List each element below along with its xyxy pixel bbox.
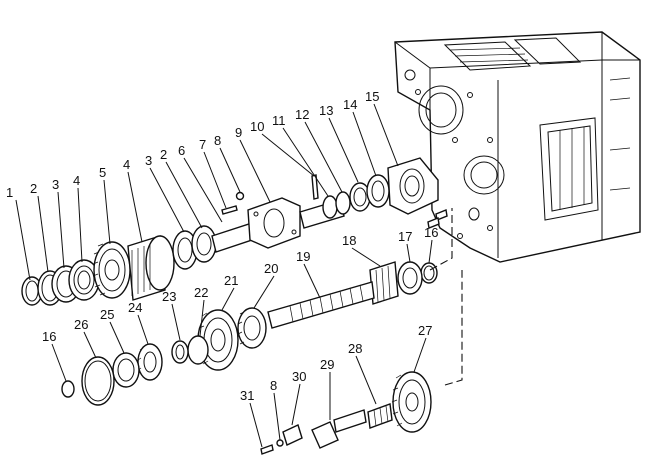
part-gear-block [127, 235, 175, 301]
part-gear-24 [137, 343, 163, 381]
part-washer-8b [276, 439, 284, 447]
label-part-3: 3 [52, 177, 59, 192]
label-part-22: 22 [194, 285, 208, 300]
label-part-27: 27 [418, 323, 432, 338]
label-part-7: 7 [199, 137, 206, 152]
part-gear-5 [92, 241, 131, 299]
part-cover-15 [387, 157, 439, 215]
label-part-18: 18 [342, 233, 356, 248]
label-part-30: 30 [292, 369, 306, 384]
gearbox-housing [394, 31, 641, 263]
label-part-6: 6 [178, 143, 185, 158]
part-number-labels: 1 2 3 4 5 4 3 2 6 7 8 9 10 11 12 13 14 1… [6, 89, 438, 403]
part-plate-30 [282, 424, 303, 446]
label-part-1: 1 [6, 185, 13, 200]
part-ring-11 [322, 195, 338, 219]
label-part-25: 25 [100, 307, 114, 322]
label-part-28: 28 [348, 341, 362, 356]
label-part-4: 4 [73, 173, 80, 188]
label-part-14: 14 [343, 97, 357, 112]
label-part-31: 31 [240, 388, 254, 403]
label-part-15: 15 [365, 89, 379, 104]
label-part-23: 23 [162, 289, 176, 304]
label-part-20: 20 [264, 261, 278, 276]
label-part-21: 21 [224, 273, 238, 288]
part-washer-8 [235, 191, 245, 201]
part-bearing-22 [187, 335, 209, 365]
assembly-line-lower [444, 270, 463, 386]
label-part-3b: 3 [145, 153, 152, 168]
label-part-8: 8 [214, 133, 221, 148]
part-bearing-25 [112, 352, 140, 388]
label-part-10: 10 [250, 119, 264, 134]
label-part-13: 13 [319, 103, 333, 118]
label-part-8b: 8 [270, 378, 277, 393]
part-bolt-7 [221, 205, 238, 215]
part-splined-shaft-19 [267, 281, 375, 329]
part-flange-cover [247, 197, 301, 249]
label-part-16b: 16 [42, 329, 56, 344]
label-part-9: 9 [235, 125, 242, 140]
upper-shaft-assembly [21, 157, 448, 306]
bottom-parts [260, 371, 432, 455]
label-part-17: 17 [398, 229, 412, 244]
label-part-11: 11 [272, 113, 286, 128]
label-part-2: 2 [30, 181, 37, 196]
part-bolt-31 [260, 444, 274, 455]
part-circlip-16b [61, 380, 75, 398]
label-part-19: 19 [296, 249, 310, 264]
part-gear-27 [391, 371, 432, 433]
part-bearing-14 [366, 174, 390, 208]
label-part-12: 12 [295, 107, 309, 122]
part-sleeve-28 [367, 403, 393, 429]
label-part-4b: 4 [123, 157, 130, 172]
label-part-26: 26 [74, 317, 88, 332]
label-part-16: 16 [424, 225, 438, 240]
label-part-5: 5 [99, 165, 106, 180]
label-part-2b: 2 [160, 147, 167, 162]
part-pin-10 [311, 174, 319, 200]
part-ring-26 [81, 356, 115, 406]
part-gear-20 [237, 307, 267, 349]
part-ring-23 [171, 340, 189, 364]
lower-shaft-assembly [61, 261, 438, 406]
part-ring-12 [335, 191, 351, 215]
label-part-24: 24 [128, 300, 142, 315]
label-part-29: 29 [320, 357, 334, 372]
assembly-line-upper [429, 208, 453, 271]
part-shaft-29 [311, 409, 367, 449]
part-ring-3b [191, 225, 217, 263]
leader-lines [15, 103, 433, 448]
part-bearing-17 [397, 261, 423, 295]
